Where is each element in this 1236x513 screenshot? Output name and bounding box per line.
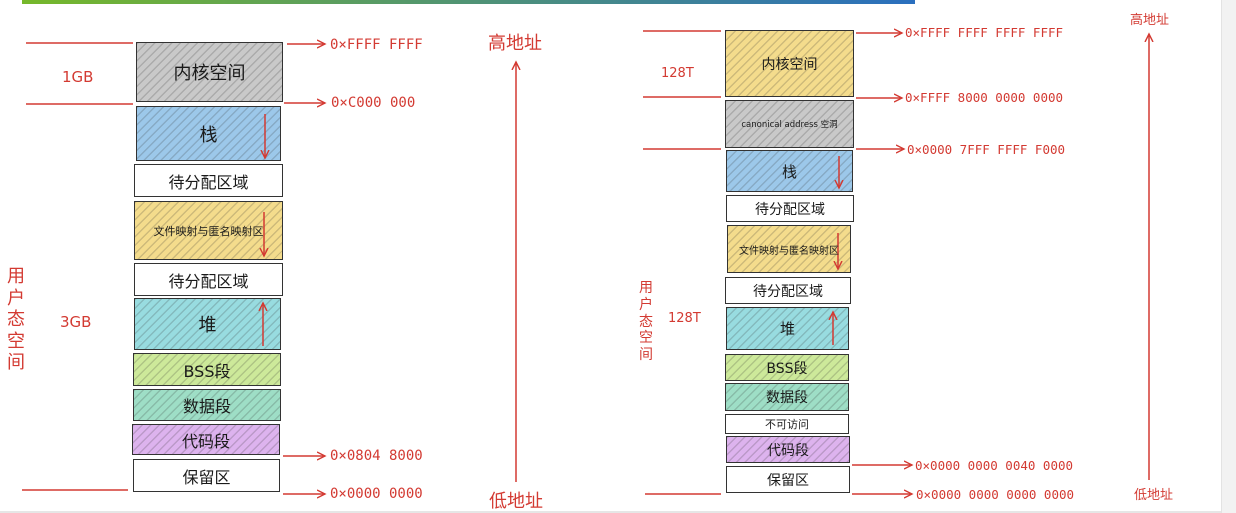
left-high-address-label: 高地址 bbox=[488, 33, 542, 54]
right-address-code-start: 0×0000 0000 0040 0000 bbox=[915, 458, 1074, 473]
block-label: 待分配区域 bbox=[168, 271, 249, 291]
right-address-zero: 0×0000 0000 0000 0000 bbox=[916, 487, 1075, 502]
left-block-bss: BSS段 bbox=[133, 353, 281, 386]
block-label: 代码段 bbox=[181, 431, 230, 451]
right-block-code: 代码段 bbox=[726, 436, 850, 463]
block-label: 内核空间 bbox=[173, 63, 246, 84]
right-user-space-label: 用 户 态 空 间 bbox=[638, 280, 654, 364]
left-kernel-size: 1GB bbox=[62, 68, 94, 86]
left-block-heap: 堆 bbox=[134, 298, 281, 350]
left-block-reserved: 保留区 bbox=[133, 459, 280, 492]
block-label: 不可访问 bbox=[765, 418, 809, 431]
left-address-code-start: 0×0804 8000 bbox=[330, 448, 423, 464]
right-block-unallocated-1: 待分配区域 bbox=[726, 195, 854, 222]
char: 户 bbox=[7, 287, 25, 309]
left-block-unallocated-2: 待分配区域 bbox=[134, 263, 283, 296]
char: 态 bbox=[639, 313, 653, 330]
block-label: 代码段 bbox=[767, 442, 809, 459]
right-block-mmap-region: 文件映射与匿名映射区 bbox=[727, 225, 851, 273]
char: 用 bbox=[639, 280, 653, 296]
right-block-inaccessible: 不可访问 bbox=[725, 414, 849, 434]
block-label: 栈 bbox=[199, 124, 218, 146]
block-label: canonical address 空洞 bbox=[741, 120, 838, 130]
char: 空 bbox=[7, 330, 25, 352]
left-low-address-label: 低地址 bbox=[489, 491, 543, 512]
block-label: 数据段 bbox=[766, 390, 808, 406]
left-address-kernel-top: 0×FFFF FFFF bbox=[330, 37, 423, 53]
char: 用 bbox=[7, 266, 25, 287]
block-label: 保留区 bbox=[767, 472, 809, 489]
char: 空 bbox=[639, 330, 653, 347]
right-block-canonical-hole: canonical address 空洞 bbox=[725, 100, 854, 148]
right-low-address-label: 低地址 bbox=[1134, 488, 1174, 503]
block-label: 文件映射与匿名映射区 bbox=[153, 224, 264, 238]
right-kernel-size: 128T bbox=[661, 66, 694, 81]
char: 间 bbox=[639, 347, 653, 364]
block-label: 数据段 bbox=[182, 397, 231, 416]
block-label: 待分配区域 bbox=[753, 283, 823, 300]
block-label: 待分配区域 bbox=[755, 201, 825, 218]
right-block-bss: BSS段 bbox=[725, 354, 849, 381]
block-label: BSS段 bbox=[766, 360, 808, 377]
block-label: BSS段 bbox=[183, 361, 231, 381]
char: 态 bbox=[7, 309, 25, 331]
scrollbar-strip[interactable] bbox=[1221, 0, 1236, 513]
left-user-size: 3GB bbox=[60, 313, 92, 331]
left-address-zero: 0×0000 0000 bbox=[330, 486, 423, 502]
left-block-data: 数据段 bbox=[133, 389, 281, 421]
right-block-unallocated-2: 待分配区域 bbox=[725, 277, 851, 304]
left-address-kernel-bottom: 0×C000 000 bbox=[331, 95, 416, 111]
block-label: 栈 bbox=[781, 162, 797, 181]
block-label: 文件映射与匿名映射区 bbox=[739, 245, 839, 257]
right-block-data: 数据段 bbox=[725, 383, 849, 411]
block-label: 待分配区域 bbox=[168, 172, 249, 192]
right-high-address-label: 高地址 bbox=[1130, 13, 1170, 28]
block-label: 堆 bbox=[198, 315, 217, 336]
left-block-stack: 栈 bbox=[136, 106, 281, 161]
right-address-stack-top: 0×0000 7FFF FFFF F000 bbox=[907, 142, 1066, 157]
left-block-code: 代码段 bbox=[132, 424, 280, 455]
bottom-divider bbox=[0, 511, 1221, 513]
right-block-kernel-space: 内核空间 bbox=[725, 30, 854, 97]
char: 间 bbox=[7, 352, 25, 374]
block-label: 内核空间 bbox=[761, 56, 818, 73]
right-user-size: 128T bbox=[668, 311, 701, 326]
block-label: 堆 bbox=[779, 320, 795, 338]
top-accent-bar bbox=[22, 0, 915, 4]
char: 户 bbox=[639, 296, 653, 313]
left-block-unallocated-1: 待分配区域 bbox=[134, 164, 283, 197]
left-block-mmap-region: 文件映射与匿名映射区 bbox=[134, 201, 283, 260]
right-address-kernel-top: 0×FFFF FFFF FFFF FFFF bbox=[905, 25, 1064, 40]
block-label: 保留区 bbox=[182, 467, 231, 487]
left-user-space-label: 用 户 态 空 间 bbox=[6, 266, 26, 374]
right-address-kernel-bottom: 0×FFFF 8000 0000 0000 bbox=[905, 90, 1064, 105]
left-block-kernel-space: 内核空间 bbox=[136, 42, 283, 102]
right-block-reserved: 保留区 bbox=[726, 466, 850, 493]
right-block-stack: 栈 bbox=[726, 150, 853, 192]
right-block-heap: 堆 bbox=[726, 307, 849, 350]
